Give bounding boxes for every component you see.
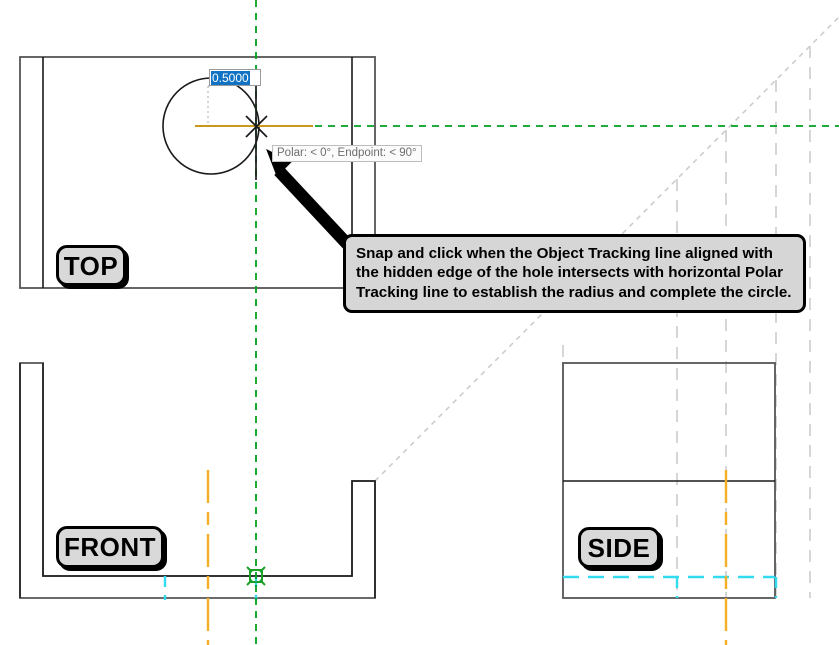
osnap-endpoint-marker xyxy=(246,566,266,586)
instruction-callout: Snap and click when the Object Tracking … xyxy=(343,234,806,314)
cursor-crosshair xyxy=(245,72,268,180)
dynamic-input-leader xyxy=(207,85,211,126)
snap-tooltip: Polar: < 0°, Endpoint: < 90° xyxy=(272,145,422,162)
arrow-shaft xyxy=(274,166,355,252)
instruction-callout-text: Snap and click when the Object Tracking … xyxy=(356,245,792,301)
tracking-lines xyxy=(211,0,839,645)
osnap-tick-tr xyxy=(259,566,266,573)
osnap-tick-bl xyxy=(246,579,253,586)
view-label-front: FRONT xyxy=(56,526,164,568)
view-label-front-text: FRONT xyxy=(63,532,157,562)
dynamic-input-value[interactable]: 0.5000 xyxy=(211,70,250,85)
callout-pointer-arrow xyxy=(266,148,355,252)
osnap-tick-br xyxy=(259,579,266,586)
front-view-geometry xyxy=(19,362,376,599)
side-view-geometry xyxy=(562,362,776,599)
hidden-lines xyxy=(163,575,778,600)
osnap-marker-square xyxy=(249,569,263,583)
front-view-inner-edges xyxy=(19,363,376,598)
view-label-top-text: TOP xyxy=(63,250,119,281)
osnap-tick-tl xyxy=(246,566,253,573)
view-label-side: SIDE xyxy=(578,527,660,568)
crosshair-x-2 xyxy=(245,115,268,138)
center-lines xyxy=(206,470,728,645)
dynamic-input-field[interactable]: 0.5000 xyxy=(209,69,261,86)
top-view-outline xyxy=(19,56,376,289)
view-label-top: TOP xyxy=(56,245,126,286)
view-label-side-text: SIDE xyxy=(587,532,651,563)
